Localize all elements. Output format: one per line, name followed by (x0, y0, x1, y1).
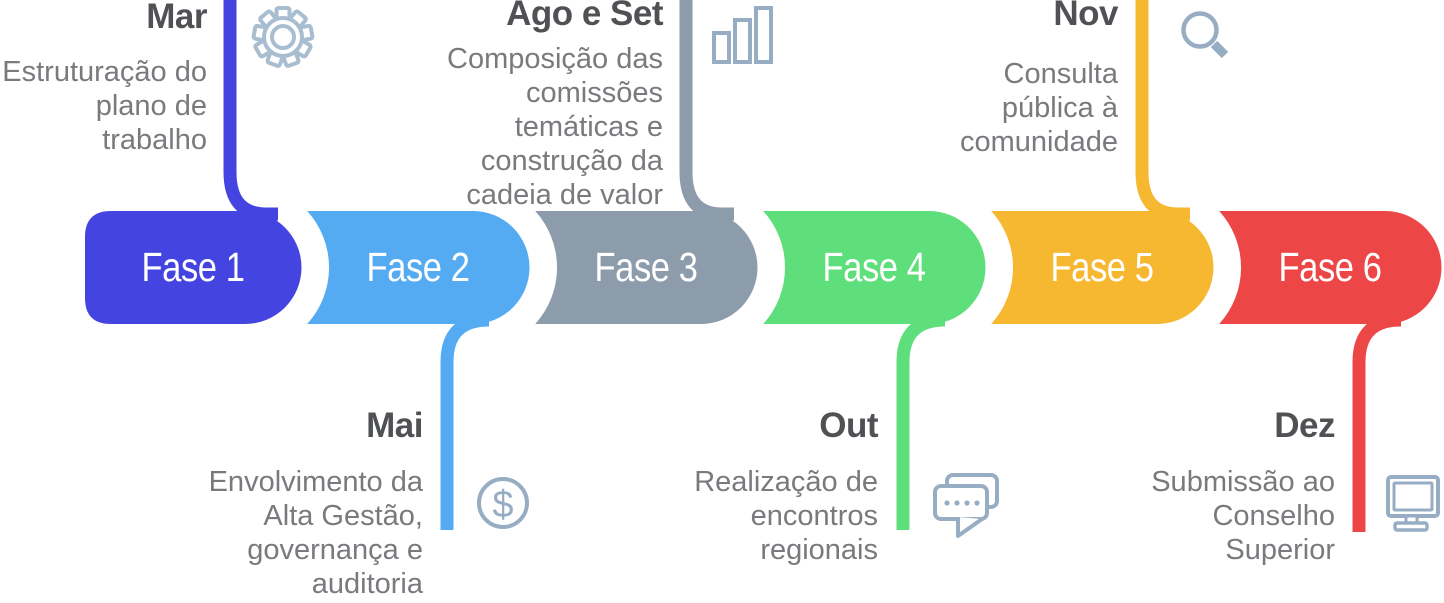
phase-shape-5 (991, 211, 1214, 324)
phase-label-2: Fase 2 (367, 244, 470, 290)
phase-shape-2 (307, 211, 530, 324)
speech-bubble-icon (933, 473, 999, 538)
description-ago-set: Composição das comissões temáticas e con… (447, 43, 663, 211)
bar-chart-icon (712, 6, 773, 64)
description-dez: Submissão ao Conselho Superior (1151, 466, 1335, 566)
monitor-icon (1386, 475, 1440, 532)
month-label-mai: Mai (366, 406, 423, 445)
phase-label-1: Fase 1 (142, 244, 245, 290)
phase-label-4: Fase 4 (823, 244, 926, 290)
connector-line-nov (1135, 0, 1190, 221)
month-label-ago-set: Ago e Set (506, 0, 663, 33)
phase-shape-4 (763, 211, 986, 324)
magnifier-icon (1181, 11, 1229, 59)
description-nov: Consulta pública à comunidade (960, 58, 1118, 158)
connector-line-mai (440, 313, 490, 530)
phase-label-3: Fase 3 (595, 244, 698, 290)
description-mar: Estruturação do plano de trabalho (2, 56, 207, 156)
connector-line-mar (223, 0, 278, 221)
month-label-out: Out (819, 406, 878, 445)
gear-icon (251, 6, 315, 68)
phase-shape-3 (535, 211, 758, 324)
dollar-icon: $ (477, 477, 529, 529)
connector-line-ago-set (679, 0, 734, 221)
description-mai: Envolvimento da Alta Gestão, governança … (208, 466, 423, 600)
month-label-dez: Dez (1274, 406, 1335, 445)
dollar-glyph: $ (492, 484, 513, 526)
month-label-nov: Nov (1053, 0, 1118, 33)
phase-shape-1 (85, 211, 302, 324)
month-label-mar: Mar (146, 0, 207, 36)
phase-shape-6 (1219, 211, 1442, 324)
phase-label-5: Fase 5 (1051, 244, 1154, 290)
phase-label-6: Fase 6 (1279, 244, 1382, 290)
description-out: Realização de encontros regionais (694, 466, 878, 566)
